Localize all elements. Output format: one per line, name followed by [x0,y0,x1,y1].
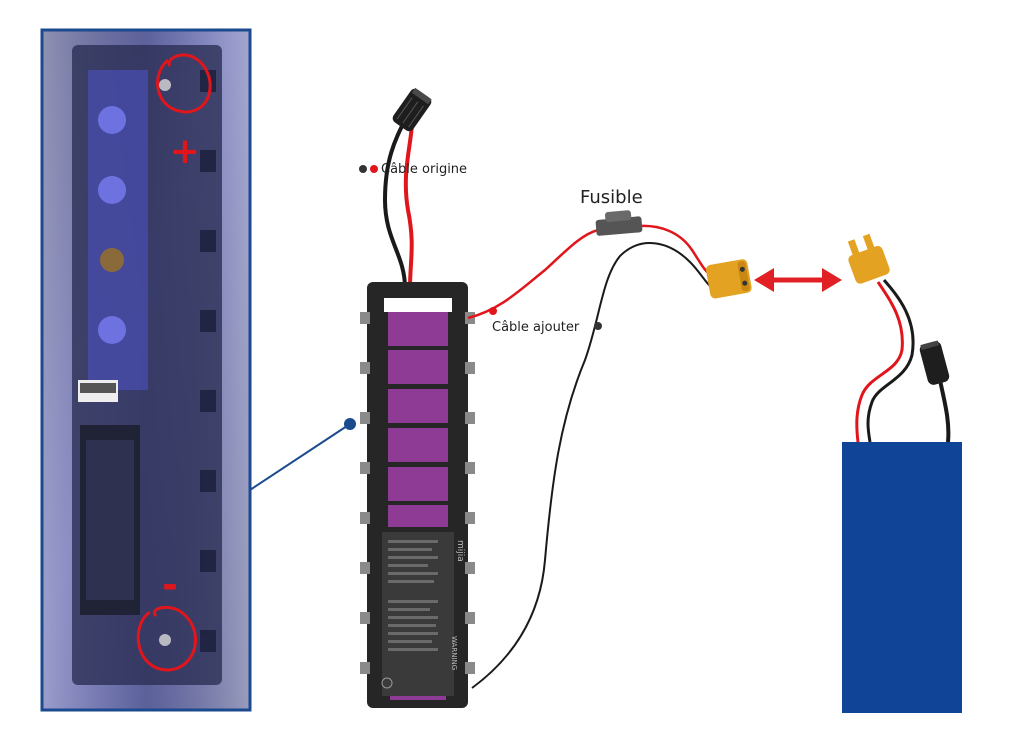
xt60-male-connector-icon [847,233,890,284]
minus-annotation-circle [136,606,197,672]
blade-fuse-icon [595,210,643,236]
label-cable-ajouter: Câble ajouter [492,320,580,335]
label-fusible: Fusible [580,187,643,208]
minus-sign: - [162,563,178,607]
external-barrel-plug-icon [919,340,950,385]
plus-annotation-circle [156,53,212,114]
pointer-line [249,423,351,491]
barrel-plug-icon [392,87,432,132]
double-arrow-icon [754,268,842,292]
battery-brand-label: mijia [455,540,465,562]
battery-photo [40,28,252,712]
battery-cells [388,312,448,527]
battery-pack: mijia WARNING [360,282,475,708]
plus-sign: + [170,131,200,172]
battery-label-sticker [382,532,454,696]
label-cable-origine: Câble origine [381,162,467,177]
xt60-connector-icon [705,259,752,299]
pointer-dot [344,418,356,430]
external-battery [842,442,962,713]
original-cable [359,87,432,289]
external-cable [855,279,951,443]
battery-warning-label: WARNING [450,636,458,670]
added-cable [467,224,713,689]
